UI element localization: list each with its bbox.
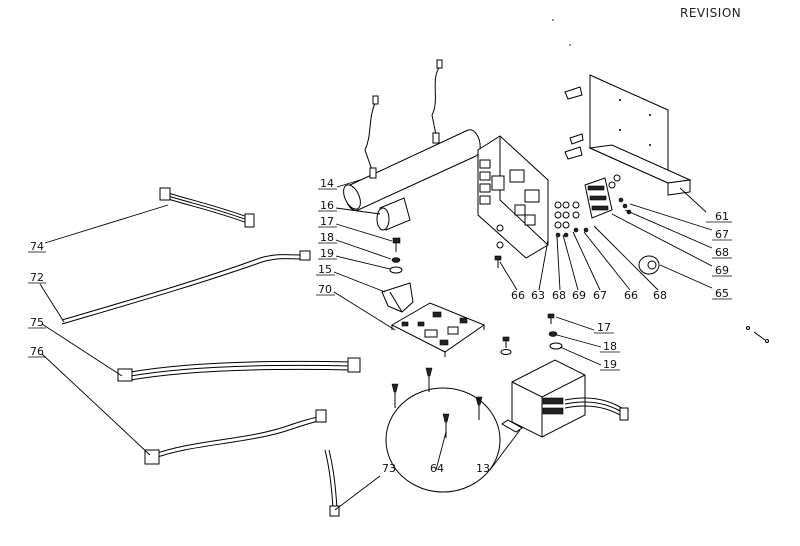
pcb-70 bbox=[390, 302, 486, 357]
hardware-set bbox=[554, 201, 589, 238]
washer-18-lower bbox=[548, 331, 558, 337]
heatsink-bracket bbox=[584, 174, 632, 219]
screw-17-lower bbox=[547, 313, 555, 324]
washer-19-lower bbox=[549, 342, 563, 350]
callout-14: 14 bbox=[320, 177, 334, 190]
ribbon-cable-75 bbox=[117, 357, 361, 382]
callout-labels: 74 72 75 76 14 16 17 18 19 15 70 73 64 1… bbox=[28, 177, 732, 475]
speck bbox=[552, 19, 554, 21]
grommet-65 bbox=[638, 255, 660, 275]
callout-19: 19 bbox=[320, 247, 334, 260]
callout-73: 73 bbox=[382, 462, 396, 475]
callout-68: 68 bbox=[715, 246, 729, 259]
callout-61: 61 bbox=[715, 210, 729, 223]
callout-70: 70 bbox=[318, 283, 332, 296]
transformer-13 bbox=[501, 359, 629, 438]
callout-74: 74 bbox=[30, 240, 44, 253]
washer-19 bbox=[389, 266, 403, 274]
heater-tube-14 bbox=[343, 59, 481, 211]
callout-68-b: 68 bbox=[653, 289, 667, 302]
leader-lines bbox=[39, 179, 713, 511]
main-board-63 bbox=[477, 135, 549, 268]
callout-17: 17 bbox=[320, 215, 334, 228]
callout-69: 69 bbox=[715, 264, 729, 277]
washer-18 bbox=[391, 257, 401, 263]
callout-66: 66 bbox=[511, 289, 525, 302]
cable-73 bbox=[324, 449, 340, 517]
callout-16: 16 bbox=[320, 199, 334, 212]
callout-68-a: 68 bbox=[552, 289, 566, 302]
speck bbox=[569, 44, 571, 46]
cable-76 bbox=[144, 409, 327, 465]
callout-18-lower: 18 bbox=[603, 340, 617, 353]
callout-65: 65 bbox=[715, 287, 729, 300]
standoffs-64 bbox=[391, 336, 512, 438]
callout-75: 75 bbox=[30, 316, 44, 329]
stray-screw bbox=[746, 326, 769, 343]
revision-title: REVISION bbox=[680, 6, 741, 20]
callout-72: 72 bbox=[30, 271, 44, 284]
cable-72 bbox=[61, 250, 311, 325]
callout-63: 63 bbox=[531, 289, 545, 302]
grouping-circle bbox=[385, 387, 501, 493]
callout-13: 13 bbox=[476, 462, 490, 475]
callout-19-lower: 19 bbox=[603, 358, 617, 371]
callout-17-lower: 17 bbox=[597, 321, 611, 334]
callout-15: 15 bbox=[318, 263, 332, 276]
panel-61 bbox=[564, 74, 692, 196]
callout-18: 18 bbox=[320, 231, 334, 244]
callout-66-a: 66 bbox=[624, 289, 638, 302]
callout-64: 64 bbox=[430, 462, 444, 475]
callout-69-a: 69 bbox=[572, 289, 586, 302]
clamp-15 bbox=[381, 282, 414, 313]
callout-67-a: 67 bbox=[593, 289, 607, 302]
screw-17 bbox=[392, 237, 401, 252]
callout-76: 76 bbox=[30, 345, 44, 358]
sleeve-16 bbox=[376, 197, 411, 231]
callout-67: 67 bbox=[715, 228, 729, 241]
ribbon-cable-74 bbox=[159, 187, 255, 228]
